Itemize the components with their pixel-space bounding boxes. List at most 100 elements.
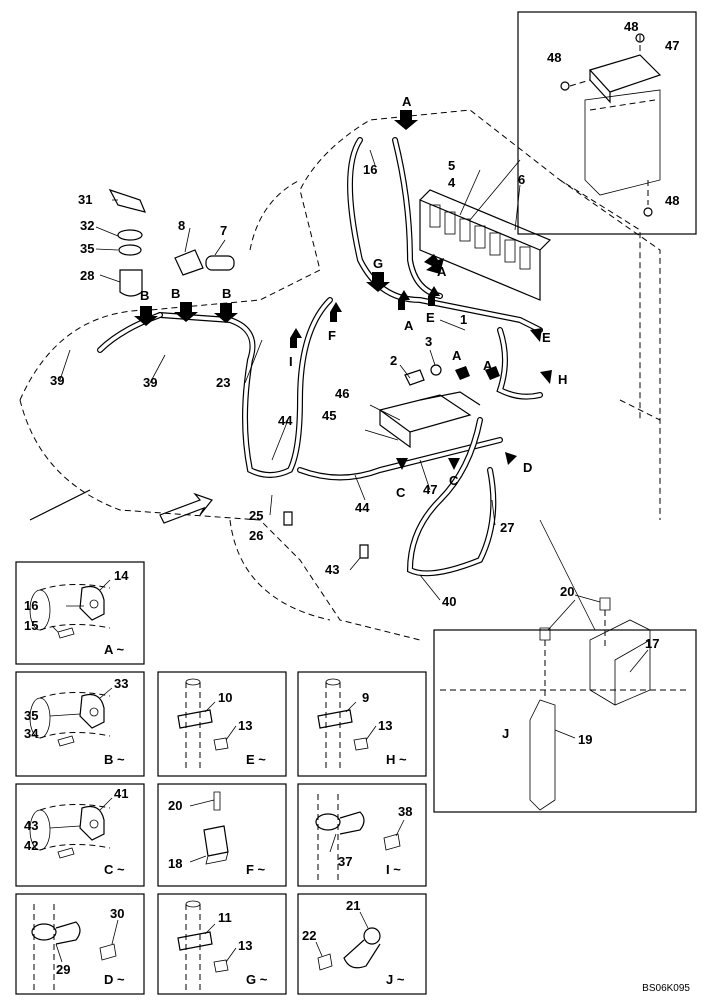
callout-8: 8: [178, 218, 185, 233]
callout-43a: 44: [278, 413, 293, 428]
arrow-label-b2: B: [171, 286, 180, 301]
inset-e-13: 13: [238, 718, 252, 733]
bracket-detail: 48 48 48 47: [469, 11, 697, 235]
arrow-label-e2: E: [542, 330, 551, 345]
callout-2: 2: [390, 353, 397, 368]
callout-31: 25: [249, 508, 263, 523]
arrow-label-a2: A: [437, 264, 447, 279]
inset-f-18: 18: [168, 856, 182, 871]
inset-c-letter: C ~: [104, 862, 125, 877]
callout-48b: 48: [547, 50, 561, 65]
inset-j-letter: J ~: [386, 972, 405, 987]
callout-47: 47: [665, 38, 679, 53]
callout-5: 5: [448, 158, 455, 173]
arrow-label-a4: A: [452, 348, 462, 363]
callout-3: 3: [425, 334, 432, 349]
inset-i-37: 37: [338, 854, 352, 869]
arrow-label-i: I: [289, 354, 293, 369]
inset-a-16: 16: [24, 598, 38, 613]
callout-7: 7: [220, 223, 227, 238]
inset-b-35: 35: [24, 708, 38, 723]
inset-b-letter: B ~: [104, 752, 125, 767]
inset-c-43: 43: [24, 818, 38, 833]
inset-e-letter: E ~: [246, 752, 266, 767]
svg-text:48: 48: [624, 19, 638, 34]
callout-35a: 39: [50, 373, 64, 388]
inset-f-letter: F ~: [246, 862, 266, 877]
inset-e-10: 10: [218, 690, 232, 705]
inset-i-letter: I ~: [386, 862, 401, 877]
inset-f: 20 18 F ~: [157, 783, 287, 887]
callout-39: 40: [442, 594, 456, 609]
callout-45: 46: [335, 386, 349, 401]
inset-h-letter: H ~: [386, 752, 407, 767]
inset-h: 9 13 H ~: [297, 671, 427, 777]
callout-1: 1: [460, 312, 467, 327]
inset-f-20: 20: [168, 798, 182, 813]
inset-g-letter: G ~: [246, 972, 268, 987]
callout-40: 43: [325, 562, 339, 577]
inset-e: 10 13 E ~: [157, 671, 287, 777]
inset-g-11: 11: [218, 910, 232, 925]
arrow-label-e1: E: [426, 310, 435, 325]
callout-43b: 44: [355, 500, 370, 515]
callout-4: 4: [448, 175, 456, 190]
inset-b-34: 34: [24, 726, 39, 741]
inset-b-33: 33: [114, 676, 128, 691]
arrow-label-f: F: [328, 328, 336, 343]
main-assembly: 16 5 4 6 31 32 35 28 8 7 1 2 3 39 39 23 …: [19, 94, 661, 744]
callout-36: 27: [500, 520, 514, 535]
inset-a-15: 15: [24, 618, 38, 633]
callout-46: 47: [423, 482, 437, 497]
inset-g: 11 13 G ~: [157, 893, 287, 995]
inset-a-14: 14: [114, 568, 129, 583]
inset-a: 14 16 15 A ~: [15, 561, 145, 665]
j-callout-20: 20: [560, 584, 574, 599]
callout-27: 32: [80, 218, 94, 233]
inset-i-38: 38: [398, 804, 412, 819]
inset-c: 41 43 42 C ~: [15, 783, 145, 887]
inset-h-13: 13: [378, 718, 392, 733]
callout-16: 16: [363, 162, 377, 177]
j-detail: 20 17 19 J: [433, 519, 697, 813]
callout-48a: 48: [624, 19, 638, 34]
callout-6: 6: [518, 172, 525, 187]
arrow-label-b3: B: [222, 286, 231, 301]
callout-35b: 39: [143, 375, 157, 390]
arrow-label-c1: C: [396, 485, 406, 500]
j-arrow-label: J: [502, 726, 509, 741]
inset-c-41: 41: [114, 786, 128, 801]
inset-b: 33 35 34 B ~: [15, 671, 145, 777]
arrow-label-h: H: [558, 372, 567, 387]
svg-text:47: 47: [665, 38, 679, 53]
inset-j: 21 22 J ~: [297, 893, 427, 995]
svg-text:48: 48: [665, 193, 679, 208]
inset-c-42: 42: [24, 838, 38, 853]
callout-28: 35: [80, 241, 94, 256]
callout-25: 28: [80, 268, 94, 283]
j-callout-17: 17: [645, 636, 659, 651]
inset-h-9: 9: [362, 690, 369, 705]
inset-j-22: 22: [302, 928, 316, 943]
inset-d: 30 29 D ~: [15, 893, 145, 995]
callout-48c: 48: [665, 193, 679, 208]
arrow-label-c2: C: [449, 473, 459, 488]
inset-d-29: 29: [56, 962, 70, 977]
arrow-label-g: G: [373, 256, 383, 271]
arrow-label-a3: A: [404, 318, 414, 333]
callout-26: 31: [78, 192, 92, 207]
arrow-label-a5: A: [483, 358, 493, 373]
arrow-label-a-top: A: [402, 94, 412, 109]
inset-a-letter: A ~: [104, 642, 125, 657]
callout-23: 23: [216, 375, 230, 390]
callout-44: 45: [322, 408, 336, 423]
inset-i: 38 37 I ~: [297, 783, 427, 887]
arrow-label-d: D: [523, 460, 532, 475]
arrow-label-b1: B: [140, 288, 149, 303]
inset-g-13: 13: [238, 938, 252, 953]
callout-32: 26: [249, 528, 263, 543]
j-callout-19: 19: [578, 732, 592, 747]
inset-j-21: 21: [346, 898, 360, 913]
inset-d-30: 30: [110, 906, 124, 921]
